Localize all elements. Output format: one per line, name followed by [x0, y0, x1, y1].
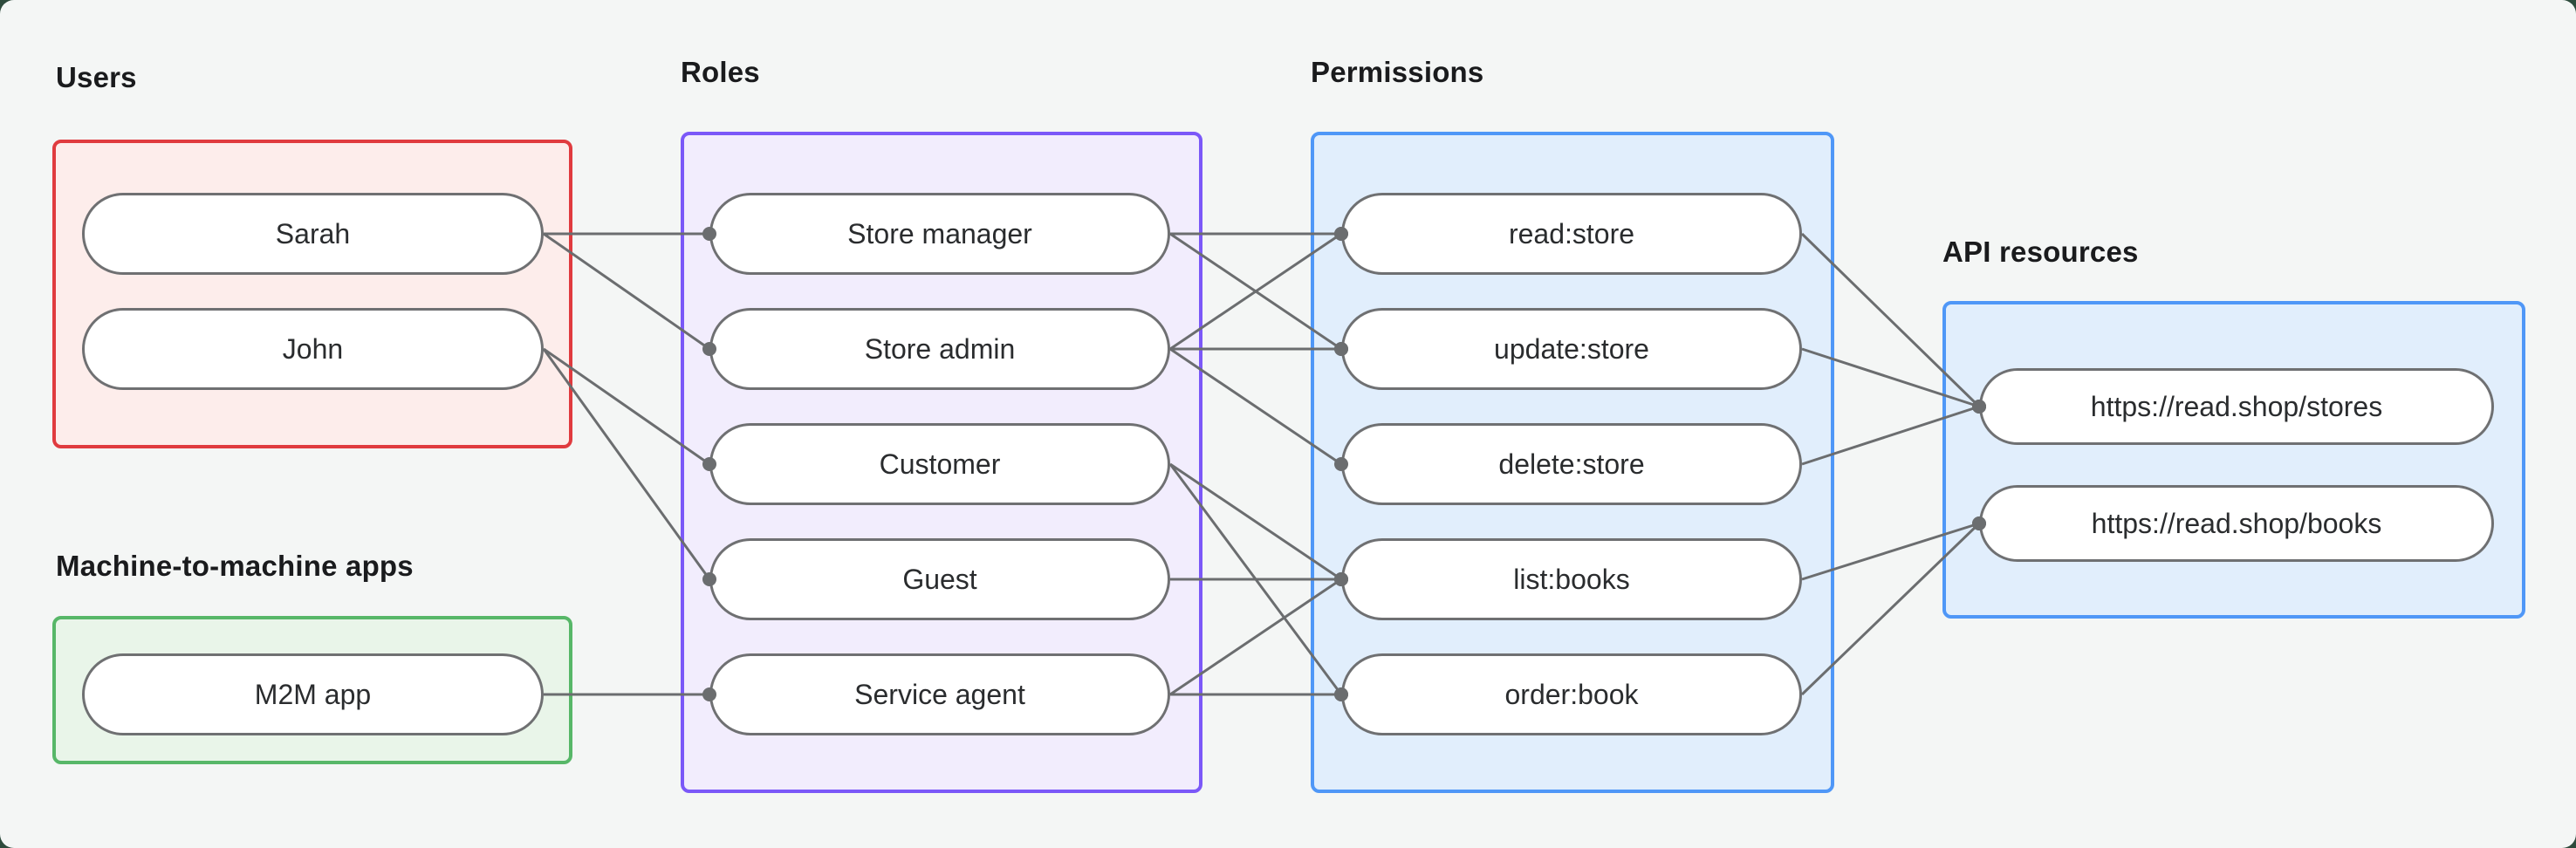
- node-label-list-books: list:books: [1513, 563, 1630, 595]
- group-label-api-resources: API resources: [1942, 236, 2139, 268]
- node-pill-m2m-app: M2M app: [82, 653, 544, 735]
- node-label-update-store: update:store: [1494, 332, 1649, 365]
- node-pill-store-admin: Store admin: [709, 308, 1170, 390]
- node-pill-service-agent: Service agent: [709, 653, 1170, 735]
- group-box-api-resources: [1942, 301, 2525, 619]
- node-label-service-agent: Service agent: [854, 678, 1025, 710]
- node-pill-sarah: Sarah: [82, 193, 544, 275]
- node-label-delete-store: delete:store: [1498, 448, 1645, 480]
- node-pill-list-books: list:books: [1341, 538, 1802, 620]
- node-label-m2m-app: M2M app: [254, 678, 372, 710]
- group-label-users: Users: [56, 61, 137, 93]
- node-pill-order-book: order:book: [1341, 653, 1802, 735]
- node-label-john: John: [282, 332, 344, 365]
- group-label-m2m: Machine-to-machine apps: [56, 550, 414, 582]
- node-pill-read-store: read:store: [1341, 193, 1802, 275]
- node-pill-customer: Customer: [709, 423, 1170, 505]
- node-label-books: https://read.shop/books: [2091, 507, 2382, 539]
- node-label-store-admin: Store admin: [864, 332, 1016, 365]
- node-pill-john: John: [82, 308, 544, 390]
- node-label-store-manager: Store manager: [847, 217, 1032, 250]
- group-label-permissions: Permissions: [1311, 56, 1484, 88]
- node-pill-stores: https://read.shop/stores: [1979, 368, 2494, 445]
- group-box-users: [52, 140, 572, 448]
- node-label-stores: https://read.shop/stores: [2090, 390, 2383, 422]
- node-pill-store-manager: Store manager: [709, 193, 1170, 275]
- node-pill-guest: Guest: [709, 538, 1170, 620]
- node-label-order-book: order:book: [1504, 678, 1639, 710]
- node-label-read-store: read:store: [1508, 217, 1635, 250]
- node-pill-update-store: update:store: [1341, 308, 1802, 390]
- node-label-sarah: Sarah: [275, 217, 351, 250]
- node-label-customer: Customer: [879, 448, 1001, 480]
- node-pill-books: https://read.shop/books: [1979, 485, 2494, 562]
- group-label-roles: Roles: [681, 56, 760, 88]
- node-label-guest: Guest: [902, 563, 977, 595]
- node-pill-delete-store: delete:store: [1341, 423, 1802, 505]
